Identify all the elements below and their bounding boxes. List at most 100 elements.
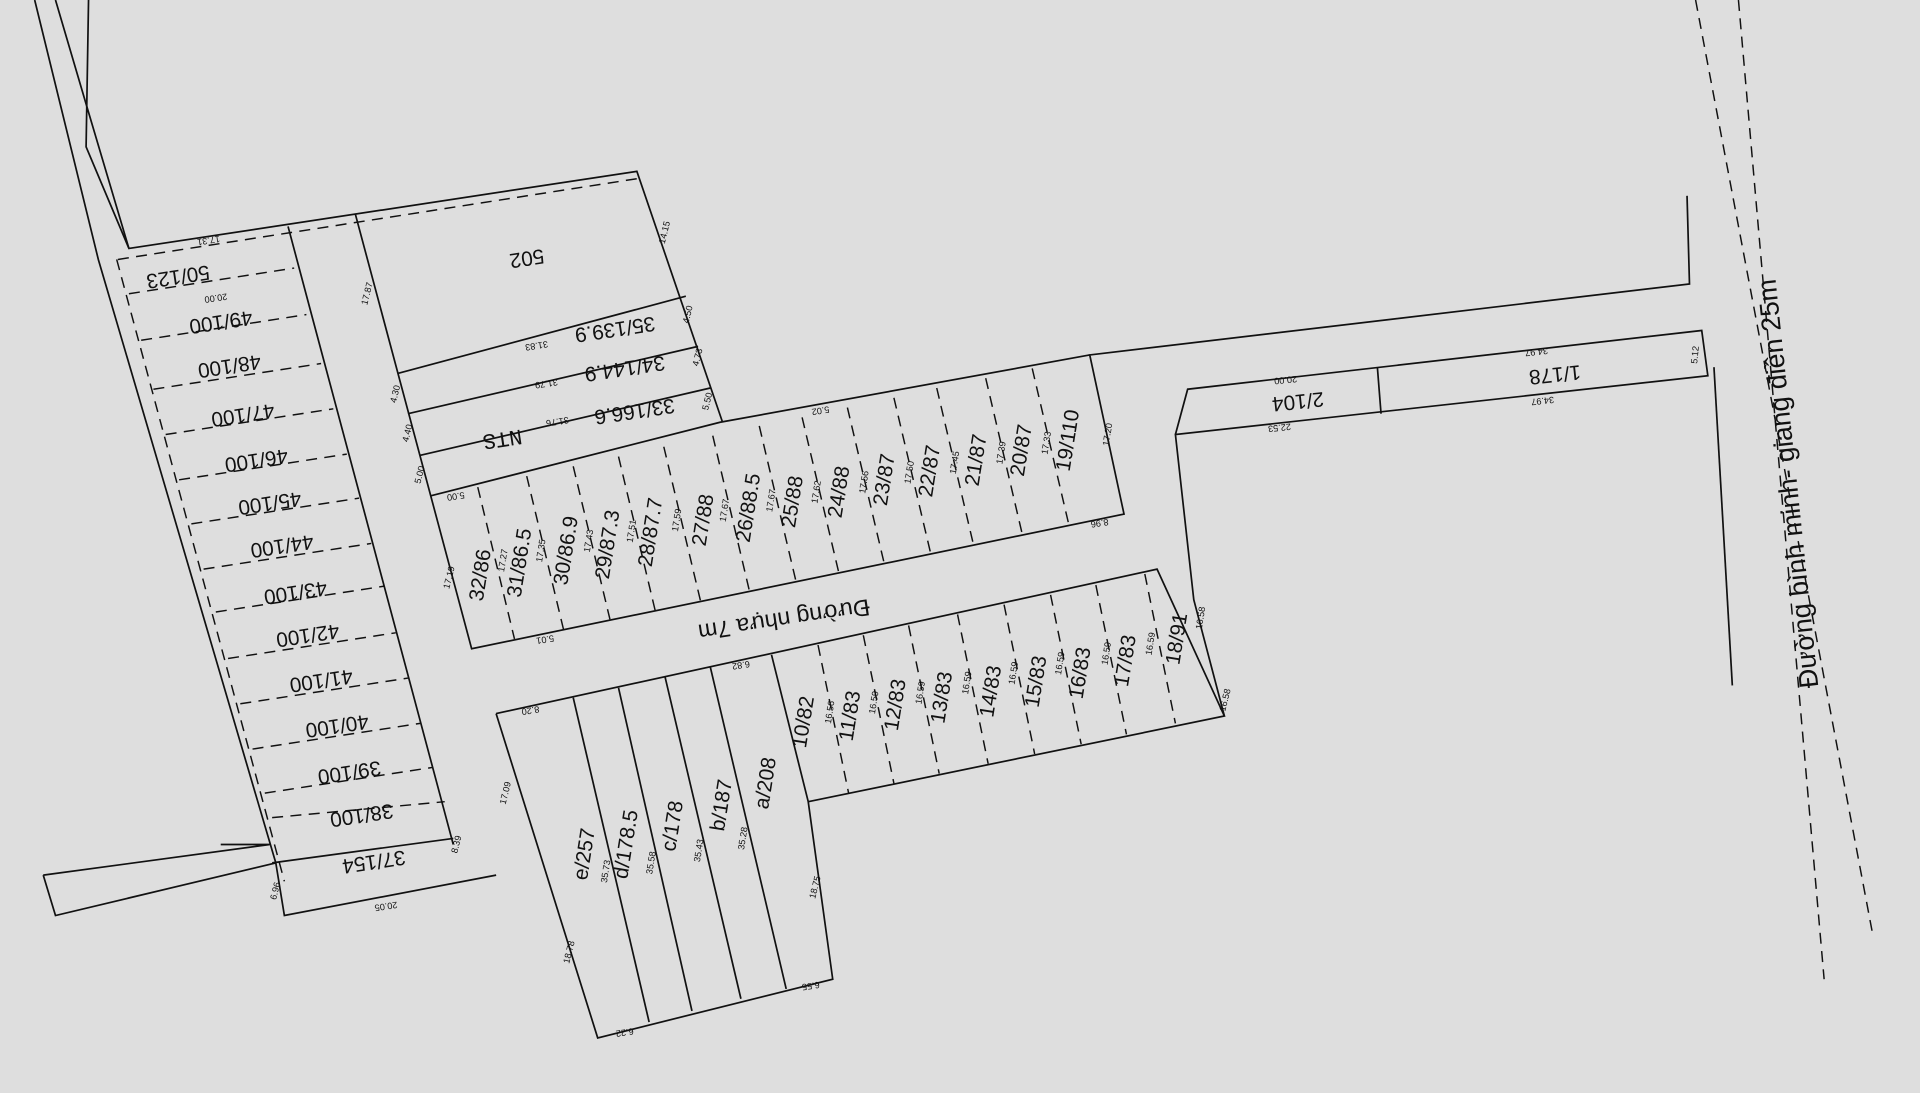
- lot-label: 22/87: [914, 444, 945, 499]
- depth-label: 16.59: [1100, 641, 1113, 665]
- depth-label: 17.35: [534, 539, 547, 563]
- upper-block: 502 35/139.9 34/144.9 33/166.6 NTS: [481, 244, 677, 453]
- lot-label: c/178: [657, 799, 688, 853]
- lot-label: 38/100: [328, 799, 394, 831]
- depth-label: 17.67: [764, 488, 777, 512]
- lot-label: 47/100: [210, 399, 276, 431]
- lot-label: 37/154: [341, 845, 407, 877]
- lot-label: 49/100: [188, 306, 254, 338]
- dim-label: 6.96: [268, 881, 282, 901]
- depth-label: 35.73: [599, 859, 612, 883]
- lot-label: 48/100: [196, 350, 262, 382]
- depth-label: 17.67: [718, 498, 731, 522]
- depth-label: 17.45: [948, 450, 961, 474]
- dim-label: 20.00: [1274, 374, 1298, 386]
- dim-label: 17.31: [196, 234, 220, 247]
- lot-label: 32/86: [465, 548, 496, 603]
- depth-label: 17.56: [857, 470, 870, 494]
- dim-label: 5.00: [413, 465, 427, 485]
- dim-label: 5.00: [446, 490, 465, 503]
- lot-label: 15/83: [1021, 654, 1052, 709]
- depth-label: 16.59: [1144, 632, 1157, 656]
- depth-label: 16.59: [1007, 661, 1020, 685]
- lot-label: 25/88: [777, 474, 808, 529]
- depth-label: 16.56: [823, 700, 836, 724]
- dim-label: 5.12: [1689, 346, 1701, 365]
- dim-label: 20.05: [374, 900, 398, 913]
- lot-label: 35/139.9: [573, 312, 656, 347]
- lot-label: 10/82: [788, 694, 819, 749]
- left-column-lots: 50/123 49/100 48/100 47/100 46/100 45/10…: [145, 260, 407, 877]
- lot-label: b/187: [706, 778, 737, 833]
- lot-label: 41/100: [288, 664, 354, 696]
- lot-label: 46/100: [223, 444, 289, 476]
- lot-label: 28/87.7: [634, 496, 668, 568]
- lot-label: 13/83: [926, 670, 957, 725]
- dim-label: 14.15: [657, 220, 672, 245]
- dim-label: 16.58: [1217, 688, 1232, 713]
- lot-label: 23/87: [869, 452, 900, 507]
- right-strip-lots: 2/104 1/178 20.00 34.97 22.53 34.97 5.12: [1268, 346, 1701, 434]
- dim-label: 20.00: [204, 291, 228, 304]
- lot-label: 50/123: [145, 260, 211, 292]
- lot-label: d/178.5: [609, 808, 643, 880]
- lot-label: 39/100: [316, 756, 382, 788]
- dim-label: 4.50: [681, 305, 695, 325]
- depth-label: 17.39: [994, 441, 1007, 465]
- top-row-lots: 32/86 31/86.5 30/86.9 29/87.3 28/87.7 27…: [465, 408, 1114, 603]
- depth-label: 16.59: [867, 690, 880, 714]
- lot-label: 12/83: [880, 677, 911, 732]
- depth-label: 17.43: [582, 529, 595, 553]
- lot-label: 2/104: [1271, 387, 1325, 415]
- depth-label: 16.59: [1053, 651, 1066, 675]
- depth-label: 17.33: [1040, 431, 1053, 455]
- depth-label: 17.51: [625, 519, 638, 543]
- lot-label: 27/88: [688, 493, 719, 548]
- dim-label: 5.01: [536, 633, 555, 646]
- dim-label: 22.53: [1268, 422, 1292, 434]
- lot-label: 45/100: [237, 487, 303, 519]
- dim-label: 6.55: [801, 980, 820, 993]
- lot-label: 14/83: [975, 664, 1006, 719]
- lot-label: 40/100: [304, 709, 370, 741]
- lot-label: 1/178: [1528, 360, 1582, 388]
- dim-label: 31.79: [534, 377, 558, 390]
- lot-label: 11/83: [835, 689, 866, 742]
- depth-label: 35.58: [644, 851, 657, 875]
- lot-label: e/257: [569, 827, 600, 882]
- dim-label: 4.40: [400, 423, 414, 443]
- lot-label: a/208: [750, 756, 781, 811]
- dim-label: 31.76: [545, 415, 569, 428]
- lot-label: 502: [508, 244, 546, 272]
- depth-label: 17.27: [496, 548, 509, 572]
- boundary-lines: [33, 0, 1874, 1039]
- lot-label: 42/100: [275, 619, 341, 651]
- dim-label: 6.22: [615, 1026, 634, 1039]
- lot-label: 24/88: [824, 464, 855, 519]
- depth-label: 17.50: [903, 460, 916, 484]
- depth-label: 16.59: [914, 681, 927, 705]
- lot-label: 30/86.9: [549, 515, 583, 587]
- dim-label: 4.73: [691, 347, 705, 367]
- dim-label: 31.83: [525, 339, 549, 352]
- lot-label: 20/87: [1006, 423, 1037, 478]
- dim-label: 5.02: [811, 404, 830, 417]
- depth-label: 17.62: [809, 480, 822, 504]
- depth-label: 17.59: [670, 508, 683, 532]
- dimension-labels: 17.31 20.00 17.87 14.15 31.83 31.79 31.7…: [196, 220, 1232, 1039]
- nts-label: NTS: [481, 423, 524, 454]
- main-road-label: Đường bình minh- giang điền 25m: [1752, 278, 1825, 690]
- dim-label: 34.97: [1525, 346, 1549, 358]
- dim-label: 5.50: [700, 391, 714, 411]
- lot-label: 21/87: [961, 433, 992, 488]
- dim-label: 17.87: [359, 281, 374, 306]
- depth-label: 35.28: [736, 826, 749, 850]
- lot-label: 16/83: [1065, 646, 1096, 701]
- lot-label: 26/88.5: [732, 472, 766, 544]
- dim-label: 8.96: [1090, 517, 1109, 530]
- lot-label: 33/166.6: [593, 394, 676, 429]
- lot-label: 44/100: [249, 530, 315, 562]
- lot-label: 31/86.5: [503, 527, 537, 599]
- lot-dividers: [128, 267, 1177, 1023]
